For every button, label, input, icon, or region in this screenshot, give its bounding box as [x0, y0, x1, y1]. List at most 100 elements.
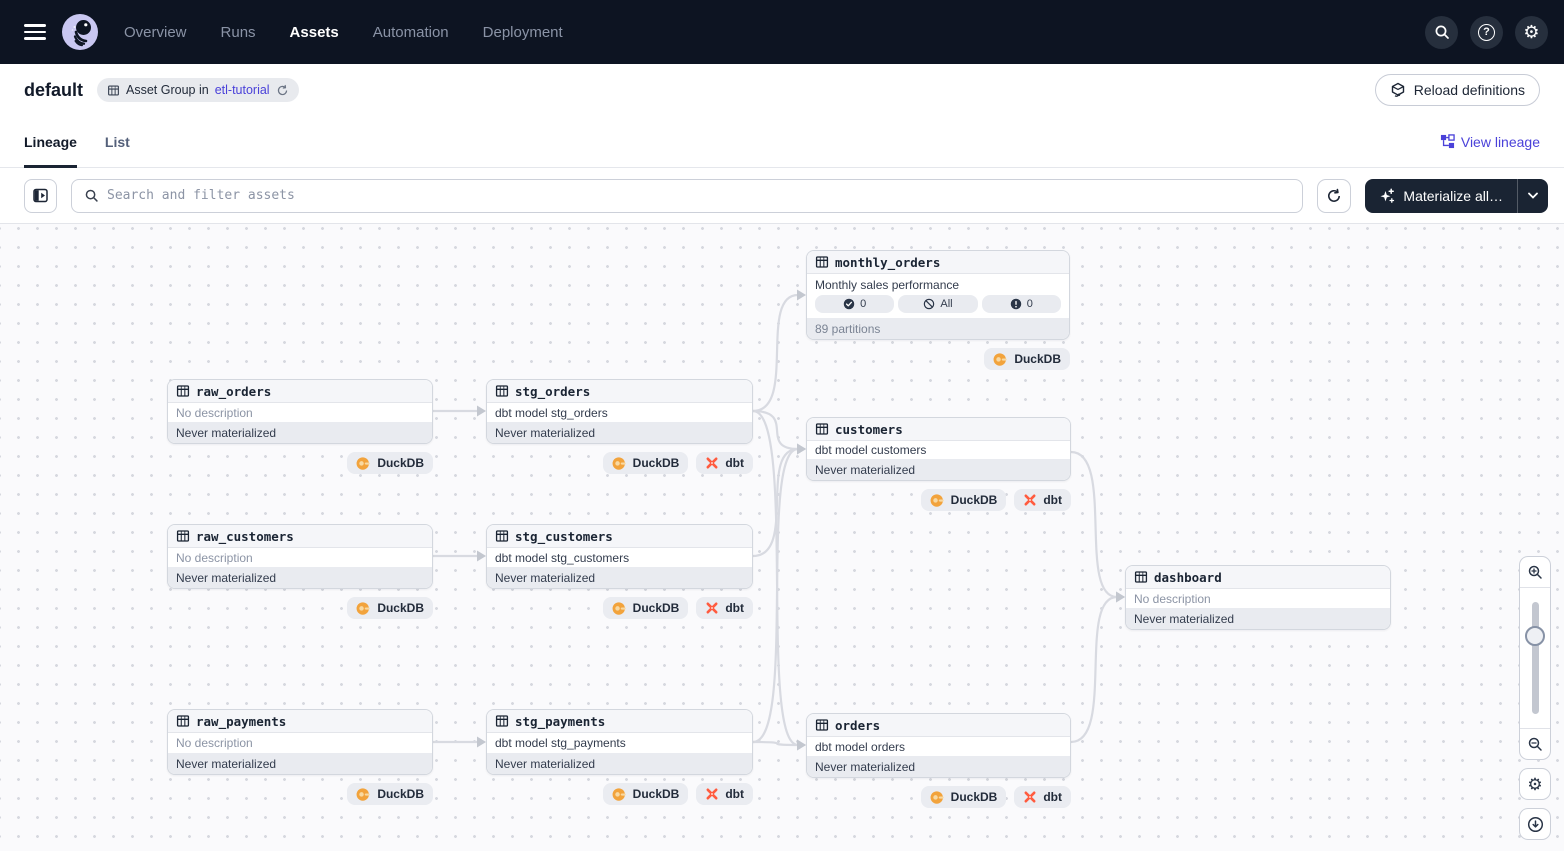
tab-lineage[interactable]: Lineage: [24, 116, 77, 168]
kind-tag-duckdb[interactable]: DuckDB: [347, 452, 433, 474]
search-button[interactable]: [1425, 15, 1458, 49]
kind-tag-duckdb[interactable]: DuckDB: [602, 452, 689, 474]
asset-description: dbt model orders: [807, 737, 1070, 756]
duckdb-icon: [356, 456, 371, 470]
kind-tag-label: dbt: [1043, 493, 1062, 507]
status-pill-alert[interactable]: 0: [981, 295, 1061, 313]
nav-item-assets[interactable]: Assets: [289, 23, 339, 41]
panel-expand-icon: [33, 188, 48, 203]
kind-tag-duckdb[interactable]: DuckDB: [920, 786, 1007, 808]
table-icon: [176, 385, 190, 397]
kind-tag-label: DuckDB: [632, 601, 680, 615]
status-pill-slash[interactable]: All: [898, 295, 978, 313]
asset-node-header: customers: [807, 418, 1070, 441]
graph-settings-button[interactable]: ⚙: [1519, 768, 1551, 800]
kind-tag-dbt[interactable]: dbt: [1014, 489, 1071, 511]
asset-description: dbt model stg_customers: [487, 548, 752, 567]
kind-tag-duckdb[interactable]: DuckDB: [347, 783, 433, 805]
kind-tag-duckdb[interactable]: DuckDB: [347, 597, 433, 619]
asset-group-badge: Asset Group in etl-tutorial: [97, 78, 299, 102]
tab-list[interactable]: List: [104, 133, 130, 150]
check-circle-icon: [843, 298, 855, 310]
materialize-dropdown-button[interactable]: [1517, 178, 1548, 213]
search-icon: [85, 189, 98, 202]
table-icon: [815, 256, 829, 268]
dagster-logo-icon[interactable]: [62, 14, 98, 50]
kind-tag-dbt[interactable]: dbt: [696, 597, 753, 619]
kind-tag-duckdb[interactable]: DuckDB: [602, 597, 689, 619]
asset-materialization-status: Never materialized: [168, 567, 432, 588]
asset-name: stg_orders: [515, 383, 591, 399]
lineage-edge-stg_orders-to-monthly_orders: [752, 293, 799, 413]
refresh-graph-button[interactable]: [1317, 178, 1352, 213]
kind-tag-duckdb[interactable]: DuckDB: [602, 783, 689, 805]
nav-item-runs[interactable]: Runs: [220, 23, 256, 41]
nav-item-deployment[interactable]: Deployment: [482, 23, 563, 41]
nav-item-automation[interactable]: Automation: [372, 23, 449, 41]
table-icon: [495, 385, 509, 397]
duckdb-icon: [612, 456, 626, 470]
asset-node-header: raw_orders: [168, 380, 432, 403]
refresh-icon[interactable]: [276, 84, 289, 97]
asset-kind-tags: DuckDB dbt: [486, 452, 753, 474]
kind-tag-label: DuckDB: [950, 790, 998, 804]
zoom-in-button[interactable]: [1520, 557, 1550, 587]
lineage-edge-orders-to-dashboard: [1070, 595, 1118, 744]
asset-name: raw_orders: [196, 383, 272, 399]
kind-tag-dbt[interactable]: dbt: [1014, 786, 1071, 808]
view-lineage-link[interactable]: View lineage: [1440, 134, 1540, 150]
kind-tag-dbt[interactable]: dbt: [696, 783, 753, 805]
zoom-slider[interactable]: [1520, 587, 1550, 729]
asset-node-header: stg_customers: [487, 525, 752, 548]
materialize-all-button[interactable]: Materialize all…: [1365, 178, 1517, 213]
status-pill-label: 0: [860, 298, 867, 310]
help-button[interactable]: ?: [1470, 15, 1503, 49]
kind-tag-label: DuckDB: [632, 456, 680, 470]
hamburger-menu-icon[interactable]: [24, 24, 46, 40]
zoom-slider-handle[interactable]: [1525, 626, 1545, 646]
kind-tag-label: dbt: [725, 787, 744, 801]
page-title: default: [24, 79, 84, 100]
expand-sidebar-button[interactable]: [24, 178, 57, 213]
duckdb-icon: [930, 493, 944, 507]
asset-description: No description: [168, 403, 432, 422]
edge-arrowhead: [797, 739, 806, 751]
nav-item-overview[interactable]: Overview: [124, 23, 187, 41]
asset-node-header: stg_payments: [487, 710, 752, 733]
code-location-link[interactable]: etl-tutorial: [214, 83, 270, 97]
graph-toolbar: Materialize all…: [0, 168, 1564, 224]
edge-arrowhead: [797, 443, 806, 455]
edge-arrowhead: [477, 736, 486, 748]
top-nav: Overview Runs Assets Automation Deployme…: [0, 0, 1564, 64]
zoom-out-button[interactable]: [1520, 729, 1550, 759]
kind-tag-duckdb[interactable]: DuckDB: [984, 348, 1070, 370]
duckdb-icon: [356, 601, 371, 615]
search-input[interactable]: [107, 188, 1291, 203]
kind-tag-label: dbt: [725, 601, 744, 615]
zoom-slider-track[interactable]: [1532, 602, 1539, 714]
asset-name: raw_customers: [196, 528, 294, 544]
zoom-in-icon: [1528, 565, 1542, 579]
status-pill-check[interactable]: 0: [815, 295, 895, 313]
reload-definitions-button[interactable]: Reload definitions: [1374, 74, 1540, 106]
kind-tag-dbt[interactable]: dbt: [696, 452, 753, 474]
edge-arrowhead: [797, 443, 806, 455]
download-graph-button[interactable]: [1519, 808, 1551, 840]
asset-name: raw_payments: [196, 713, 287, 729]
lineage-edge-stg_customers-to-customers: [752, 447, 799, 558]
settings-button[interactable]: ⚙: [1515, 15, 1548, 49]
asset-kind-tags: DuckDB dbt: [806, 489, 1071, 511]
asset-materialization-status: 89 partitions: [807, 318, 1069, 339]
kind-tag-duckdb[interactable]: DuckDB: [920, 489, 1007, 511]
